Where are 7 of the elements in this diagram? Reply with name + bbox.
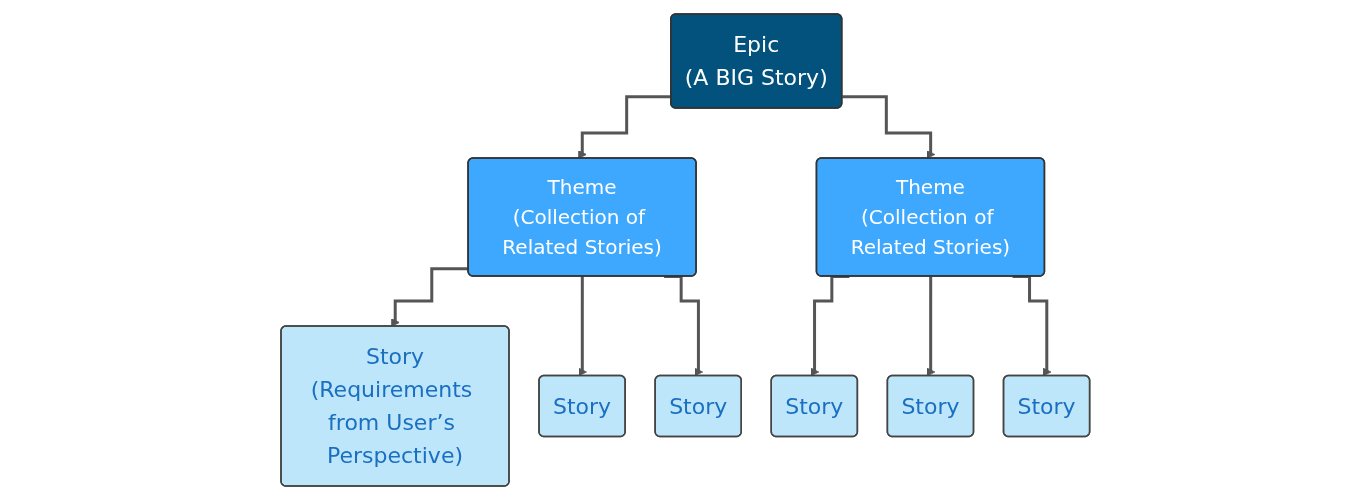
arrow — [926, 274, 936, 376]
arrow — [810, 274, 850, 376]
arrow — [391, 266, 469, 327]
arrow — [842, 94, 936, 159]
arrow — [664, 274, 704, 376]
arrow — [1012, 274, 1052, 376]
arrow — [578, 274, 588, 376]
